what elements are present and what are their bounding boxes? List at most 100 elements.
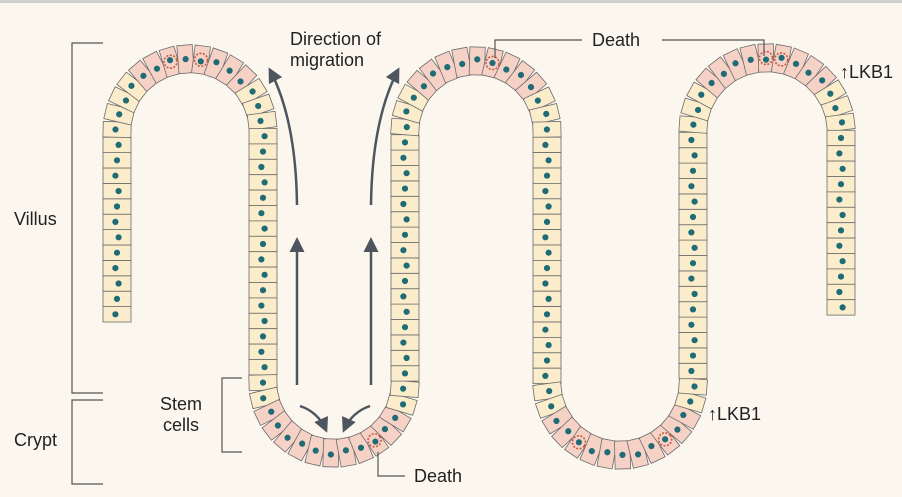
arrow-layer [270,70,398,430]
epithelial-cell [391,212,419,227]
epithelial-cell [103,214,131,229]
villus-label: Villus [14,209,57,229]
epithelial-cell [391,304,419,319]
epithelial-cell [103,168,131,183]
epithelial-cell [533,168,561,183]
epithelial-cell [249,344,277,359]
epithelial-cell [827,192,855,207]
epithelial-cell [249,267,277,282]
epithelial-cell [103,307,131,322]
epithelial-cell [533,337,561,352]
epithelial-cell [249,175,277,190]
epithelial-cell [103,245,131,260]
epithelial-cell [827,177,855,192]
epithelial-cell [103,137,131,152]
epithelial-cell [249,329,277,344]
epithelial-cell [391,243,419,258]
epithelial-cell [103,260,131,275]
epithelial-cell [391,273,419,288]
epithelial-cell [533,183,561,198]
epithelial-cell [679,225,707,240]
epithelial-cell [827,223,855,238]
epithelial-cell [827,130,855,145]
epithelial-cell [391,335,419,350]
epithelial-cell [827,269,855,284]
epithelial-cell [533,153,561,168]
epithelial-cell [827,207,855,222]
epithelial-cell [533,276,561,291]
epithelial-cell [679,302,707,317]
epithelial-cell [103,199,131,214]
epithelial-cell [103,291,131,306]
epithelial-cell [827,284,855,299]
epithelial-cell [249,221,277,236]
stem-arrow-left [300,406,326,430]
death-bottom-leader [378,452,405,476]
epithelial-cell [533,199,561,214]
epithelial-cell [679,286,707,301]
stem-arrow-right [344,406,370,430]
epithelial-cell [679,348,707,363]
epithelial-cell [533,322,561,337]
epithelial-cell [249,190,277,205]
crypt-label: Crypt [14,430,57,450]
epithelial-cell [679,148,707,163]
epithelial-cell [533,245,561,260]
death-bottom-label: Death [414,466,462,486]
epithelial-cell [249,252,277,267]
epithelial-cell [391,350,419,365]
epithelial-cell [249,283,277,298]
epithelial-cell [827,300,855,315]
epithelial-cell [391,320,419,335]
epithelial-cell [391,258,419,273]
epithelial-cell [679,333,707,348]
epithelial-cell [249,360,277,375]
epithelial-cell [679,194,707,209]
epithelial-cell [533,214,561,229]
epithelial-cell [103,183,131,198]
direction-label-line1: Direction of [290,29,382,49]
epithelial-cell [679,317,707,332]
epithelial-cell [249,159,277,174]
epithelial-cell [679,132,707,147]
epithelial-cell [249,144,277,159]
epithelial-cell [533,307,561,322]
epithelial-cell [391,181,419,196]
epithelial-cell [533,353,561,368]
epithelial-cell [533,260,561,275]
crypt-bracket [72,400,103,484]
epithelial-cell [391,196,419,211]
epithelial-cell [827,238,855,253]
epithelial-cell [391,150,419,165]
epithelial-cell [247,111,277,130]
epithelial-cell [679,271,707,286]
epithelial-cell [249,236,277,251]
epithelial-cell [249,206,277,221]
epithelial-cell [533,368,561,383]
epithelial-cell [391,227,419,242]
lkb1-top-label: ↑LKB1 [840,62,893,82]
epithelial-cell [827,161,855,176]
epithelial-cell [679,163,707,178]
label-layer: Direction of migration Death ↑LKB1 ↑LKB1… [14,29,893,486]
epithelial-cell [533,121,561,137]
direction-label-line2: migration [290,50,364,70]
death-top-label: Death [592,30,640,50]
stem-cells-label-line2: cells [163,415,199,435]
epithelial-cell [391,166,419,181]
lkb1-bottom-label: ↑LKB1 [708,404,761,424]
epithelial-cell [679,179,707,194]
epithelial-cell [678,378,707,396]
epithelial-cell [249,313,277,328]
epithelial-cell [679,256,707,271]
epithelial-cell [103,230,131,245]
epithelial-cell [827,146,855,161]
epithelial-cell [103,276,131,291]
epithelial-cell [679,363,707,378]
epithelial-cell [827,254,855,269]
epithelial-cell [249,129,277,144]
epithelial-cell [826,113,856,132]
epithelial-cell [533,137,561,152]
